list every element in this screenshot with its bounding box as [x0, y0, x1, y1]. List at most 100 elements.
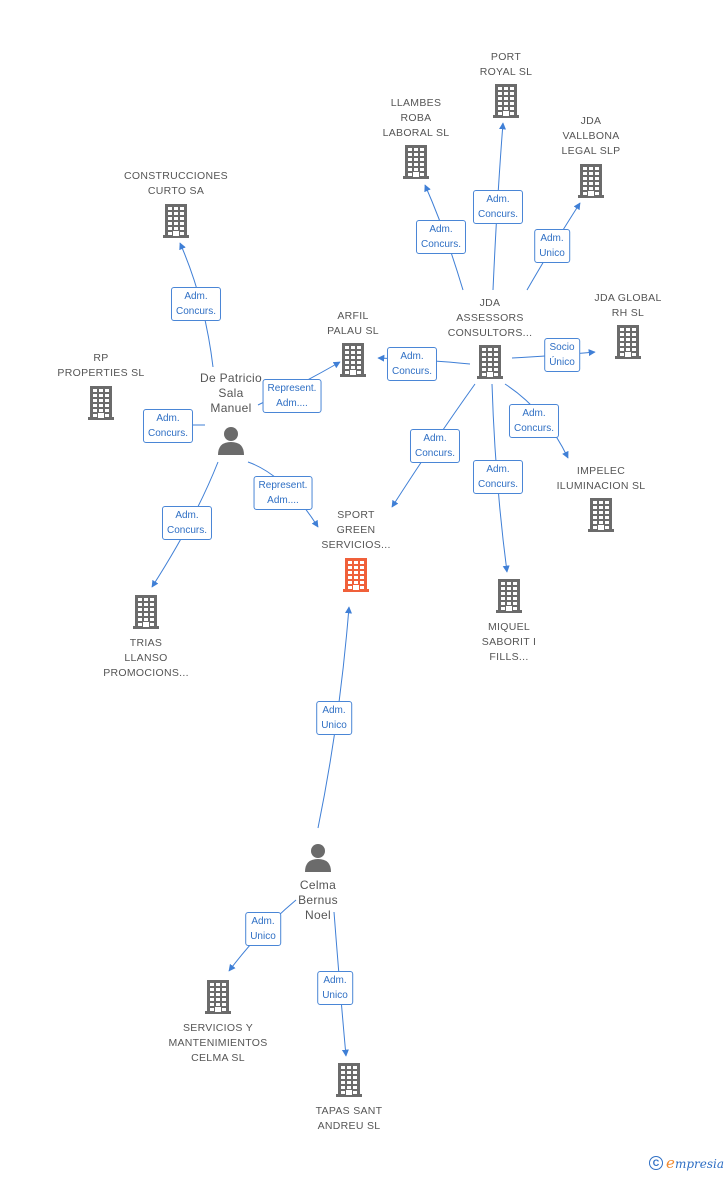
node-label-port[interactable]: PORT ROYAL SL	[480, 50, 533, 80]
edge-label-line: Adm.	[323, 975, 347, 986]
node-label-line: Celma	[299, 878, 337, 892]
building-icon-jdaglobal[interactable]	[615, 325, 641, 364]
node-label-line: SPORT	[337, 509, 375, 521]
edge-label-line: Unico	[322, 990, 348, 1001]
node-label-line: Bernus	[298, 893, 338, 907]
edge-label-jda-to-vallbona[interactable]: Adm.Unico	[534, 229, 570, 263]
node-label-line: CONSULTORS...	[447, 327, 533, 339]
building-icon-tapas[interactable]	[336, 1063, 362, 1102]
node-label-rp[interactable]: RP PROPERTIES SL	[57, 351, 144, 381]
edge-label-line: Adm.	[322, 705, 346, 716]
node-label-sport[interactable]: SPORT GREEN SERVICIOS...	[321, 508, 390, 553]
edge-label-jda-to-sport[interactable]: Adm. Concurs.	[409, 429, 461, 463]
node-label-line: PALAU SL	[327, 325, 379, 337]
node-label-line: JDA	[479, 297, 501, 309]
building-icon-arfil[interactable]	[340, 343, 366, 382]
edge-label-line: Adm.	[522, 408, 546, 419]
edge-label-line: Represent.	[267, 383, 317, 394]
building-icon-rp[interactable]	[88, 386, 114, 425]
node-label-line: PORT	[490, 51, 522, 63]
node-label-line: SERVICIOS...	[321, 539, 391, 551]
focus-building-icon-sport[interactable]	[343, 558, 369, 597]
edge-label-line: Concurs.	[147, 428, 189, 439]
edge-label-line: Concurs.	[414, 448, 456, 459]
building-icon-servicios[interactable]	[205, 980, 231, 1019]
edge-label-celma-to-sport[interactable]: Adm.Unico	[316, 701, 352, 735]
edge-label-jda-to-port[interactable]: Adm.Concurs.	[472, 190, 524, 224]
node-label-jda[interactable]: JDA ASSESSORS CONSULTORS...	[448, 296, 533, 341]
building-icon-trias[interactable]	[133, 595, 159, 634]
node-label-line: LLAMBES	[390, 97, 442, 109]
edge-label-patricio-to-construcciones[interactable]: Adm. Concurs.	[170, 287, 222, 321]
edge-label-line: Adm....	[276, 398, 308, 409]
node-label-line: CELMA SL	[191, 1052, 245, 1064]
node-label-line: Noel	[305, 908, 331, 922]
building-icon-miquel[interactable]	[496, 579, 522, 618]
node-label-line: De Patricio	[200, 371, 262, 385]
node-label-line: MANTENIMIENTOS	[168, 1037, 268, 1049]
edge-label-line: Concurs.	[477, 209, 519, 220]
edge-label-line: Concurs.	[175, 306, 217, 317]
edge-label-line: Unico	[250, 931, 276, 942]
building-icon-port[interactable]	[493, 84, 519, 123]
node-label-line: ASSESSORS	[456, 312, 524, 324]
edge-label-patricio-to-trias[interactable]: Adm.Concurs.	[161, 506, 213, 540]
node-label-line: ROYAL SL	[479, 66, 533, 78]
building-icon-construcciones[interactable]	[163, 204, 189, 243]
edge-label-line: Represent.	[258, 480, 308, 491]
edge-label-patricio-to-rp[interactable]: Adm. Concurs.	[142, 409, 194, 443]
edge-label-line: Concurs.	[513, 423, 555, 434]
person-icon-patricio[interactable]	[216, 425, 246, 460]
edge-label-line: Adm.	[156, 413, 180, 424]
edge-label-patricio-to-sport[interactable]: Represent.Adm....	[253, 476, 313, 510]
edge-label-celma-to-tapas[interactable]: Adm. Unico	[317, 971, 353, 1005]
edge-label-line: Adm.	[251, 916, 275, 927]
node-label-line: CONSTRUCCIONES	[124, 170, 228, 182]
brand-logo: empresia	[666, 1154, 724, 1172]
edge-label-jda-to-llambes[interactable]: Adm.Concurs.	[415, 220, 467, 254]
building-icon-impelec[interactable]	[588, 498, 614, 537]
edge-label-jda-to-arfil[interactable]: Adm.Concurs.	[386, 347, 438, 381]
node-label-line: FILLS...	[489, 651, 529, 663]
edge-label-line: Adm.	[423, 433, 447, 444]
building-icon-llambes[interactable]	[403, 145, 429, 184]
edge-label-line: Concurs.	[391, 366, 433, 377]
edge-label-celma-to-servicios[interactable]: Adm. Unico	[245, 912, 281, 946]
edge-label-line: Concurs.	[420, 239, 462, 250]
copyright-icon: C	[649, 1156, 664, 1170]
edge-label-line: Unico	[539, 248, 565, 259]
edge-label-line: Adm.	[184, 291, 208, 302]
edge-label-line: Adm.	[486, 464, 510, 475]
building-icon-jda[interactable]	[477, 345, 503, 384]
edge-label-line: Concurs.	[477, 479, 519, 490]
edge-label-patricio-to-arfil[interactable]: Represent. Adm....	[262, 379, 322, 413]
building-icon-vallbona[interactable]	[578, 164, 604, 203]
node-label-line: IMPELEC	[576, 465, 626, 477]
edge-label-jda-to-impelec[interactable]: Adm. Concurs.	[508, 404, 560, 438]
node-label-line: RH SL	[611, 307, 645, 319]
footer-brand[interactable]: C empresia	[649, 1154, 724, 1172]
edge-label-jda-to-miquel[interactable]: Adm. Concurs.	[472, 460, 524, 494]
node-label-line: VALLBONA	[562, 130, 620, 142]
node-label-line: RP	[93, 352, 109, 364]
node-label-line: TAPAS SANT	[315, 1105, 383, 1117]
person-icon-celma[interactable]	[303, 842, 333, 877]
node-label-line: PROPERTIES SL	[57, 367, 145, 379]
node-label-line: LLANSO	[124, 652, 168, 664]
node-label-line: GREEN	[336, 524, 376, 536]
node-label-line: MIQUEL	[487, 621, 531, 633]
node-label-line: ROBA	[400, 112, 432, 124]
